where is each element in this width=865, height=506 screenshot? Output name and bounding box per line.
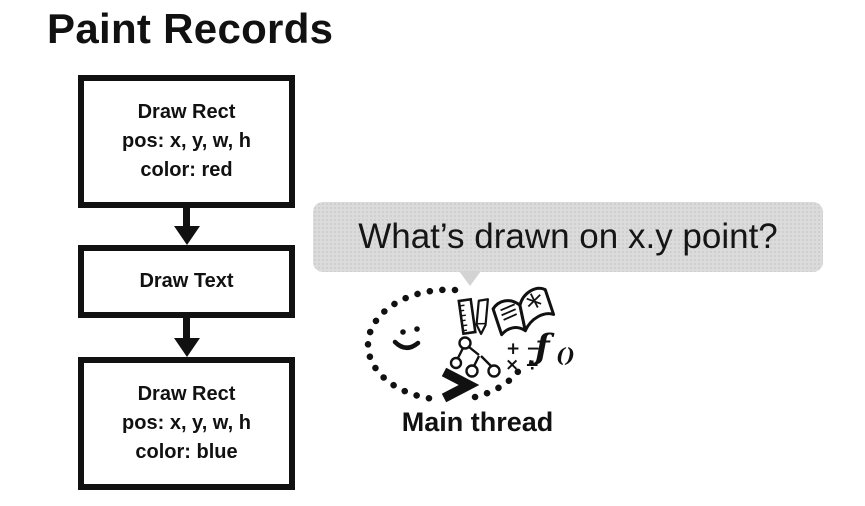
node-line: Draw Rect: [137, 101, 236, 123]
math-ops-row1: + −: [506, 339, 540, 359]
node-line: Draw Text: [139, 270, 234, 292]
flow-node-draw-text: Draw Text: [78, 245, 295, 318]
arrow-head: [173, 226, 200, 245]
math-operators-icon: + − × ÷: [505, 339, 540, 375]
chevron-arrow-icon: [441, 367, 480, 403]
arrow-head: [173, 338, 200, 357]
speech-bubble: What’s drawn on x.y point?: [313, 202, 823, 286]
down-arrow-icon: [78, 208, 295, 245]
pencil-icon: [475, 298, 489, 336]
down-arrow-icon: [78, 318, 295, 357]
function-icon: ƒ (): [528, 327, 575, 367]
node-line: color: red: [140, 159, 233, 181]
smiley-face-icon: [392, 326, 421, 350]
tree-diagram-icon: [449, 336, 501, 378]
node-line: pos: x, y, w, h: [122, 130, 251, 152]
speech-bubble-tail: [459, 271, 481, 286]
flowchart: Draw Rect pos: x, y, w, h color: red Dra…: [78, 75, 295, 490]
math-ops-row2: × ÷: [505, 355, 539, 375]
node-line: pos: x, y, w, h: [122, 412, 251, 434]
flow-node-draw-rect-blue: Draw Rect pos: x, y, w, h color: blue: [78, 357, 295, 490]
main-thread-label: Main thread: [401, 407, 554, 437]
node-line: Draw Rect: [137, 383, 236, 405]
page-title: Paint Records: [47, 5, 334, 52]
flow-node-draw-rect-red: Draw Rect pos: x, y, w, h color: red: [78, 75, 295, 208]
ruler-icon: [457, 297, 477, 336]
function-parens: (): [556, 343, 575, 367]
main-thread-figure: + − × ÷ ƒ (): [364, 286, 575, 403]
node-line: color: blue: [135, 441, 238, 463]
arrow-shaft: [183, 318, 190, 338]
open-book-icon: [491, 286, 556, 337]
dotted-loop-icon: [364, 286, 459, 403]
speech-bubble-text: What’s drawn on x.y point?: [358, 217, 778, 256]
arrow-shaft: [183, 208, 190, 226]
